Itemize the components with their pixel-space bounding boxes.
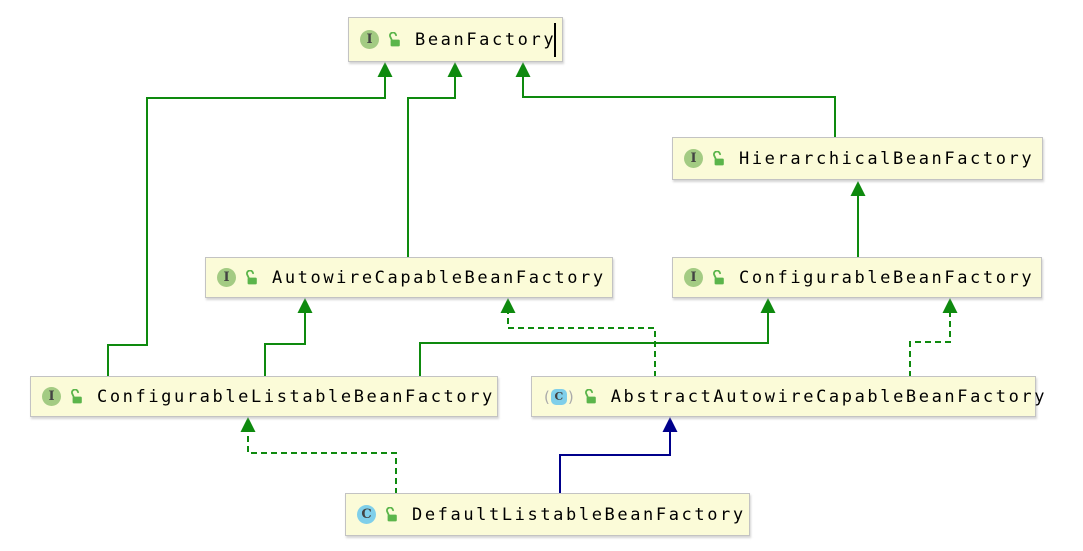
unlocked-icon (389, 31, 400, 46)
node-ConfigurableListableBeanFactory[interactable]: I ConfigurableListableBeanFactory (30, 376, 498, 417)
edge-extends-ConfigurableListableBeanFactory-to-AutowireCapableBeanFactory (264, 313, 306, 377)
interface-icon: I (217, 268, 236, 287)
arrowhead-icon (662, 417, 678, 432)
arrowhead-icon (942, 298, 958, 313)
interface-icon: I (360, 30, 379, 49)
edge-implements-AbstractAutowireCapableBeanFactory-to-AutowireCapableBeanFactory (507, 313, 656, 377)
interface-icon: I (684, 268, 703, 287)
abstract-class-icon: (C) (544, 387, 574, 406)
unlocked-icon (713, 150, 724, 165)
arrowhead-icon (447, 62, 463, 77)
arrowhead-icon (760, 298, 776, 313)
interface-icon: I (684, 149, 703, 168)
arrowhead-icon (240, 417, 256, 432)
class-icon: C (357, 505, 376, 524)
node-DefaultListableBeanFactory[interactable]: C DefaultListableBeanFactory (345, 493, 750, 536)
interface-icon: I (42, 387, 61, 406)
edge-implements-AbstractAutowireCapableBeanFactory-to-ConfigurableBeanFactory (909, 313, 951, 377)
arrowhead-icon (297, 298, 313, 313)
node-label: ConfigurableBeanFactory (739, 267, 1035, 288)
unlocked-icon (386, 506, 397, 521)
unlocked-icon (246, 269, 257, 284)
node-HierarchicalBeanFactory[interactable]: I HierarchicalBeanFactory (672, 137, 1043, 180)
node-label: BeanFactory (415, 29, 557, 50)
node-AutowireCapableBeanFactory[interactable]: I AutowireCapableBeanFactory (205, 257, 613, 298)
edge-implements-DefaultListableBeanFactory-to-ConfigurableListableBeanFactory (247, 432, 397, 494)
text-caret (554, 23, 556, 57)
arrowhead-icon (515, 62, 531, 77)
unlocked-icon (71, 388, 82, 403)
edge-extends-ConfigurableListableBeanFactory-to-ConfigurableBeanFactory (419, 313, 769, 377)
arrowhead-icon (377, 62, 393, 77)
node-BeanFactory[interactable]: I BeanFactory (348, 17, 563, 62)
node-label: AutowireCapableBeanFactory (272, 267, 606, 288)
arrowhead-icon (850, 181, 866, 196)
edge-extends-DefaultListableBeanFactory-to-AbstractAutowireCapableBeanFactory (559, 432, 671, 494)
node-label: HierarchicalBeanFactory (739, 148, 1035, 169)
node-label: ConfigurableListableBeanFactory (97, 386, 495, 407)
unlocked-icon (713, 269, 724, 284)
edge-extends-AutowireCapableBeanFactory-to-BeanFactory (407, 77, 456, 258)
arrowhead-icon (500, 298, 516, 313)
node-label: DefaultListableBeanFactory (412, 504, 746, 525)
edge-extends-HierarchicalBeanFactory-to-BeanFactory (522, 77, 836, 138)
node-AbstractAutowireCapableBeanFactory[interactable]: (C) AbstractAutowireCapableBeanFactory (531, 376, 1045, 417)
node-label: AbstractAutowireCapableBeanFactory (610, 386, 1048, 407)
node-ConfigurableBeanFactory[interactable]: I ConfigurableBeanFactory (672, 257, 1042, 298)
unlocked-icon (584, 388, 596, 403)
edge-extends-ConfigurableListableBeanFactory-to-BeanFactory (107, 77, 386, 377)
